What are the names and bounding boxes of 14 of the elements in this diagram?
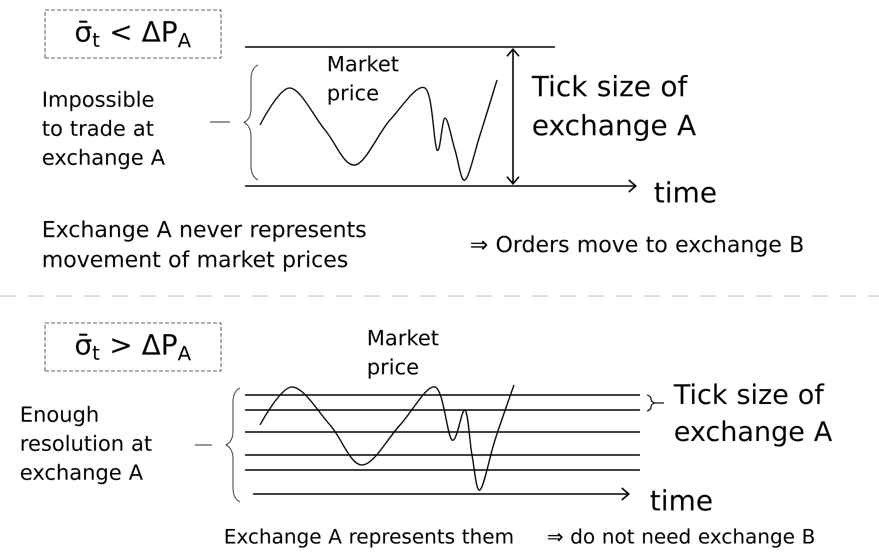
curve-label: Market price	[328, 55, 398, 105]
curve-label: Market price	[368, 329, 438, 379]
formula-box: σ̄$_{t}$ < ΔP$_{A}$	[44, 10, 222, 58]
annotation-text: ⇒ Orders move to exchange B	[471, 235, 803, 257]
annotation-text: ⇒ do not need exchange B	[548, 528, 814, 548]
formula-box: σ̄$_{t}$ > ΔP$_{A}$	[44, 322, 222, 372]
annotation-text: Enough resolution at exchange A	[20, 406, 152, 484]
dimension-label: Tick size of exchange A	[532, 74, 696, 142]
axis-label: time	[650, 489, 712, 511]
annotation-text: Exchange A represents them	[226, 528, 512, 548]
annotation-text: Exchange A never represents movement of market prices	[44, 220, 366, 272]
annotation-text: Impossible to trade at exchange A	[42, 90, 165, 170]
bracket-label: Tick size of exchange A	[674, 383, 832, 447]
axis-label: time	[654, 181, 716, 203]
